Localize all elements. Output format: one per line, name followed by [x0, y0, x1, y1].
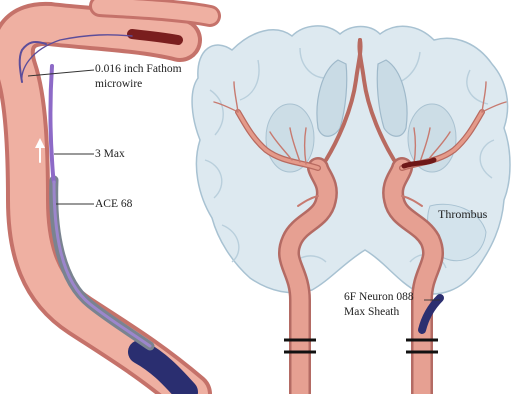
microwire-label-line1: 0.016 inch Fathom — [95, 62, 182, 77]
brain-section — [192, 26, 510, 294]
neuron-sheath-label-line2: Max Sheath — [344, 305, 414, 320]
ace68-label: ACE 68 — [95, 197, 132, 212]
neuron-sheath-label: 6F Neuron 088 Max Sheath — [344, 290, 414, 320]
three-max-label: 3 Max — [95, 147, 125, 162]
microwire-label: 0.016 inch Fathom microwire — [95, 62, 182, 92]
thrombus-label: Thrombus — [438, 207, 487, 222]
microwire-label-line2: microwire — [95, 77, 182, 92]
neuron-sheath-label-line1: 6F Neuron 088 — [344, 290, 414, 305]
